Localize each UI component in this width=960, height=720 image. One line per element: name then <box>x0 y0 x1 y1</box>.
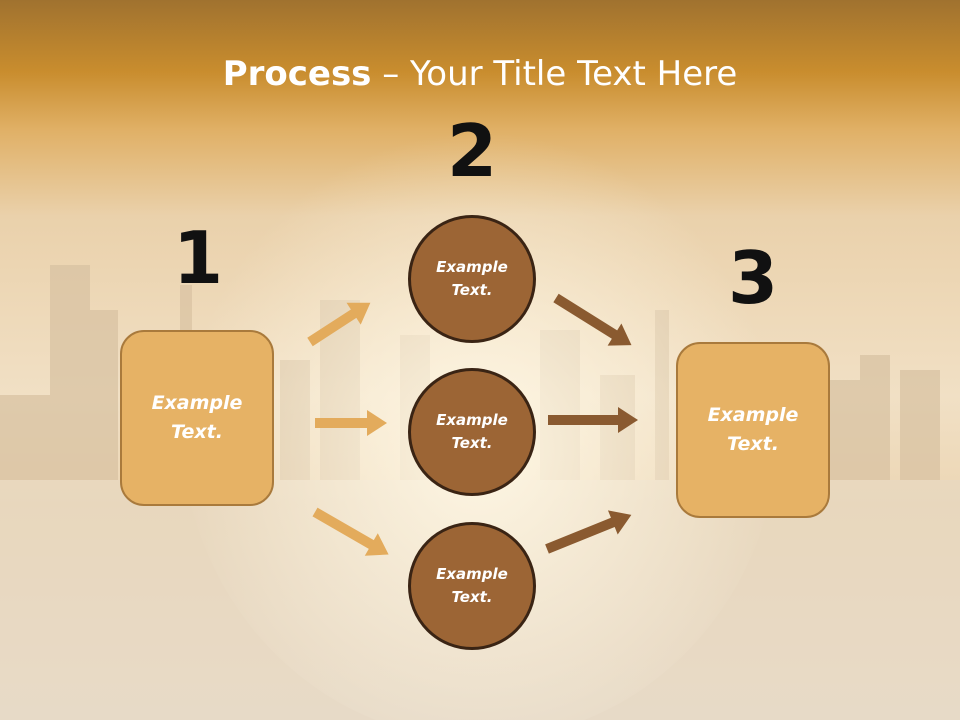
arrow-circle1-to-box3 <box>553 293 632 346</box>
title-bold: Process <box>222 54 372 94</box>
circle-1-line1: Example <box>436 258 508 276</box>
step-number-3: 3 <box>727 236 779 320</box>
step-number-1: 1 <box>172 216 224 300</box>
arrow-circle3-to-box3 <box>545 510 632 554</box>
step-number-2: 2 <box>446 109 498 193</box>
arrow-box1-to-circle3 <box>312 507 389 556</box>
circle-3-line2: Text. <box>451 588 493 606</box>
arrow-box1-to-circle1 <box>307 302 371 347</box>
slide-title: Process – Your Title Text Here <box>0 52 960 96</box>
circle-1-line2: Text. <box>451 281 493 299</box>
right-box-line1: Example <box>707 404 799 426</box>
arrow-circle2-to-box3 <box>548 407 638 433</box>
arrow-box1-to-circle2 <box>315 410 387 436</box>
circle-2-line1: Example <box>436 411 508 429</box>
right-box-line2: Text. <box>727 433 779 455</box>
left-box-line1: Example <box>151 392 243 414</box>
title-rest: – Your Title Text Here <box>371 54 738 94</box>
left-box-line2: Text. <box>171 421 223 443</box>
circle-3-line1: Example <box>436 565 508 583</box>
circle-3: Example Text. <box>408 522 536 650</box>
left-box: Example Text. <box>120 330 274 506</box>
circle-2: Example Text. <box>408 368 536 496</box>
right-box: Example Text. <box>676 342 830 518</box>
circle-2-line2: Text. <box>451 434 493 452</box>
dark-arrows <box>545 293 638 554</box>
light-arrows <box>307 302 389 556</box>
circle-1: Example Text. <box>408 215 536 343</box>
